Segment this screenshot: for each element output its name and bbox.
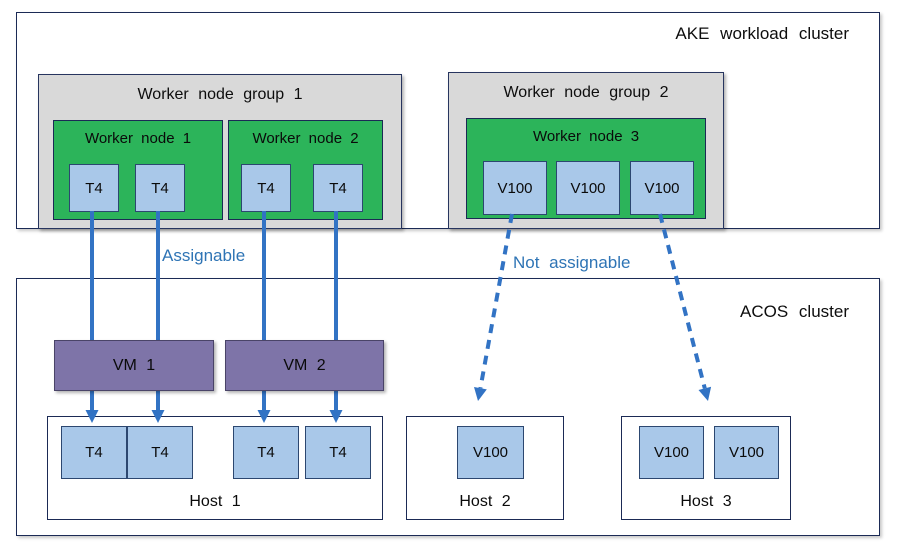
host-1-label: Host 1 [189,493,241,510]
worker-node-group-2-title: Worker node group 2 [503,84,669,101]
worker-node-group-1-title: Worker node group 1 [137,86,303,103]
host-3-label: Host 3 [680,493,732,510]
gpu-t4: T4 [313,164,363,212]
gpu-v100: V100 [630,161,694,215]
assignable-label: Assignable [162,246,246,265]
ake-cluster-box: AKE workload cluster Worker node group 1… [16,12,880,229]
gpu-v100: V100 [457,426,524,479]
gpu-t4: T4 [233,426,299,479]
gpu-v100: V100 [556,161,620,215]
worker-node-1: Worker node 1 T4 T4 [53,120,223,220]
host-3: V100 V100 Host 3 [621,416,791,520]
vm-2: VM 2 [225,340,384,391]
worker-node-2: Worker node 2 T4 T4 [228,120,383,220]
gpu-t4: T4 [135,164,185,212]
not-assignable-label: Not assignable [513,253,631,272]
vm-1: VM 1 [54,340,214,391]
worker-node-3-title: Worker node 3 [532,128,640,145]
gpu-t4: T4 [127,426,193,479]
gpu-t4: T4 [69,164,119,212]
gpu-v100: V100 [639,426,704,479]
host-2-label: Host 2 [459,493,511,510]
host-1: T4 T4 T4 T4 Host 1 [47,416,383,520]
ake-cluster-title: AKE workload cluster [675,24,849,43]
worker-node-3: Worker node 3 V100 V100 V100 [466,118,706,219]
worker-node-2-title: Worker node 2 [252,130,359,147]
gpu-t4: T4 [305,426,371,479]
worker-node-group-1: Worker node group 1 Worker node 1 T4 T4 … [38,74,402,229]
gpu-t4: T4 [241,164,291,212]
gpu-v100: V100 [483,161,547,215]
gpu-v100: V100 [714,426,779,479]
gpu-t4: T4 [61,426,127,479]
worker-node-1-title: Worker node 1 [84,130,192,147]
acos-cluster-box: ACOS cluster VM 1 VM 2 T4 T4 T4 T4 Host … [16,278,880,536]
host-2: V100 Host 2 [406,416,564,520]
worker-node-group-2: Worker node group 2 Worker node 3 V100 V… [448,72,724,229]
acos-cluster-title: ACOS cluster [740,302,849,321]
